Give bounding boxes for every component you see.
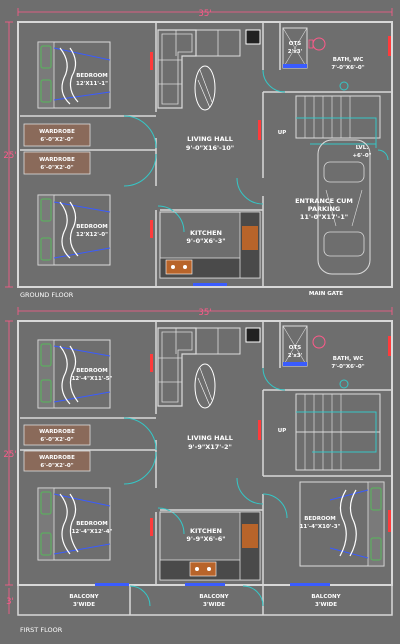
ff-wardrobe-1-size: 6'-0"X2'-0" [40, 437, 73, 443]
gf-staircase: UP LVL. +6'-0" [278, 95, 381, 159]
ff-living-hall: LIVING HALL 9'-9"X17'-2" [157, 327, 264, 535]
ff-bedroom-top-size: 12'-4"X11'-5" [72, 376, 113, 382]
ff-living-hall-name: LIVING HALL [187, 434, 233, 442]
ff-bedroom-right-size: 11'-4"X10'-3" [300, 524, 341, 530]
first-floor-plan: 35' 25' 3' [3, 307, 393, 634]
ff-bedroom-bottom-size: 12'-4"X12'-4" [72, 529, 113, 535]
gf-title: GROUND FLOOR [20, 291, 74, 299]
ff-wardrobe-2-name: WARDROBE [39, 455, 75, 461]
ff-ots-size: 2'x3' [288, 353, 303, 359]
gf-ots-size: 2'x3' [288, 49, 303, 55]
gf-parking-name: ENTRANCE CUM [295, 197, 353, 205]
ff-balcony-1-name: BALCONY [69, 594, 99, 600]
ff-ots-name: OTS [289, 345, 301, 351]
ff-width-dimension: 35' [198, 308, 211, 318]
gf-parking-name-2: PARKING [308, 205, 340, 213]
ff-bedroom-bottom: BEDROOM 12'-4"X12'-4" [37, 487, 153, 561]
ff-balcony-dimension: 3' [6, 597, 14, 607]
gf-bedroom-bottom-size: 12'X12'-0" [76, 232, 108, 238]
ff-balcony-3-name: BALCONY [311, 594, 341, 600]
ff-bedroom-bottom-name: BEDROOM [76, 521, 108, 527]
gf-bedroom-bottom-name: BEDROOM [76, 224, 108, 230]
gf-parking: ENTRANCE CUM PARKING 11'-0"X17'-1" MAIN … [295, 139, 389, 297]
gf-lvl-size: +6'-0" [352, 153, 371, 159]
gf-outer-wall [17, 21, 393, 288]
gf-bedroom-top-name: BEDROOM [76, 73, 108, 79]
gf-ots-bath: OTS 2'x3' BATH, WC 7'-0"X6'-0" [262, 27, 391, 93]
ff-bedroom-right-name: BEDROOM [304, 516, 336, 522]
gf-wardrobe-2-name: WARDROBE [39, 157, 75, 163]
gf-parking-size: 11'-0"X17'-1" [300, 213, 348, 221]
ff-living-hall-size: 9'-9"X17'-2" [188, 443, 232, 451]
ff-balcony-2-size: 3'WIDE [203, 602, 225, 608]
gf-living-hall: LIVING HALL 9'-0"X16'-10" [157, 29, 264, 233]
ff-ots-bath: OTS 2'x3' BATH, WC 7'-0"X6'-0" [262, 325, 391, 391]
gf-kitchen-name: KITCHEN [190, 229, 222, 237]
ff-kitchen-size: 9'-9"X6'-6" [186, 535, 225, 543]
gf-bedroom-top: BEDROOM 12'X11'-1" [37, 41, 153, 109]
ff-bath-size: 7'-0"X6'-0" [331, 364, 364, 370]
ff-bath-name: BATH, WC [333, 356, 363, 362]
gf-wardrobes: WARDROBE 6'-0"X2'-0" WARDROBE 6'-0"X2'-0… [23, 115, 157, 187]
gf-kitchen-size: 9'-0"X6'-3" [186, 237, 225, 245]
gf-kitchen: KITCHEN 9'-0"X6'-3" [159, 211, 261, 286]
ff-balcony-outline [17, 584, 393, 616]
ff-balconies: BALCONY 3'WIDE BALCONY 3'WIDE BALCONY 3'… [69, 583, 342, 608]
ff-bedroom-top-name: BEDROOM [76, 368, 108, 374]
ff-kitchen: KITCHEN 9'-9"X6'-6" [159, 511, 261, 581]
ff-height-dimension: 25' [3, 450, 16, 460]
ff-bedroom-top: BEDROOM 12'-4"X11'-5" [37, 339, 153, 409]
gf-living-hall-name: LIVING HALL [187, 135, 233, 143]
gf-stair-up-label: UP [278, 130, 287, 136]
gf-bedroom-top-size: 12'X11'-1" [76, 81, 108, 87]
ff-staircase: UP [278, 393, 381, 471]
ff-balcony-1-size: 3'WIDE [73, 602, 95, 608]
gf-width-dimension: 35' [198, 9, 211, 19]
ff-title: FIRST FLOOR [20, 626, 63, 634]
gf-height-dimension: 25' [3, 151, 16, 161]
ff-balcony-3-size: 3'WIDE [315, 602, 337, 608]
ff-wardrobe-2-size: 6'-0"X2'-0" [40, 463, 73, 469]
ff-bedroom-right: BEDROOM 11'-4"X10'-3" [262, 481, 391, 567]
ff-wardrobes: WARDROBE 6'-0"X2'-0" WARDROBE 6'-0"X2'-0… [23, 417, 157, 485]
gf-ots-name: OTS [289, 41, 301, 47]
gf-wardrobe-1-size: 6'-0"X2'-0" [40, 137, 73, 143]
ff-kitchen-name: KITCHEN [190, 527, 222, 535]
gf-living-hall-size: 9'-0"X16'-10" [186, 144, 234, 152]
gf-main-gate-label: MAIN GATE [309, 291, 343, 297]
ground-floor-plan: 35' 25' [3, 8, 393, 299]
ff-balcony-2-name: BALCONY [199, 594, 229, 600]
gf-bath-name: BATH, WC [333, 57, 363, 63]
gf-lvl-name: LVL. [356, 145, 369, 151]
gf-wardrobe-1-name: WARDROBE [39, 129, 75, 135]
ff-stair-up-label: UP [278, 428, 287, 434]
gf-bedroom-bottom: BEDROOM 12'X12'-0" [37, 194, 153, 266]
ff-wardrobe-1-name: WARDROBE [39, 429, 75, 435]
gf-bath-size: 7'-0"X6'-0" [331, 65, 364, 71]
gf-wardrobe-2-size: 6'-0"X2'-0" [40, 165, 73, 171]
